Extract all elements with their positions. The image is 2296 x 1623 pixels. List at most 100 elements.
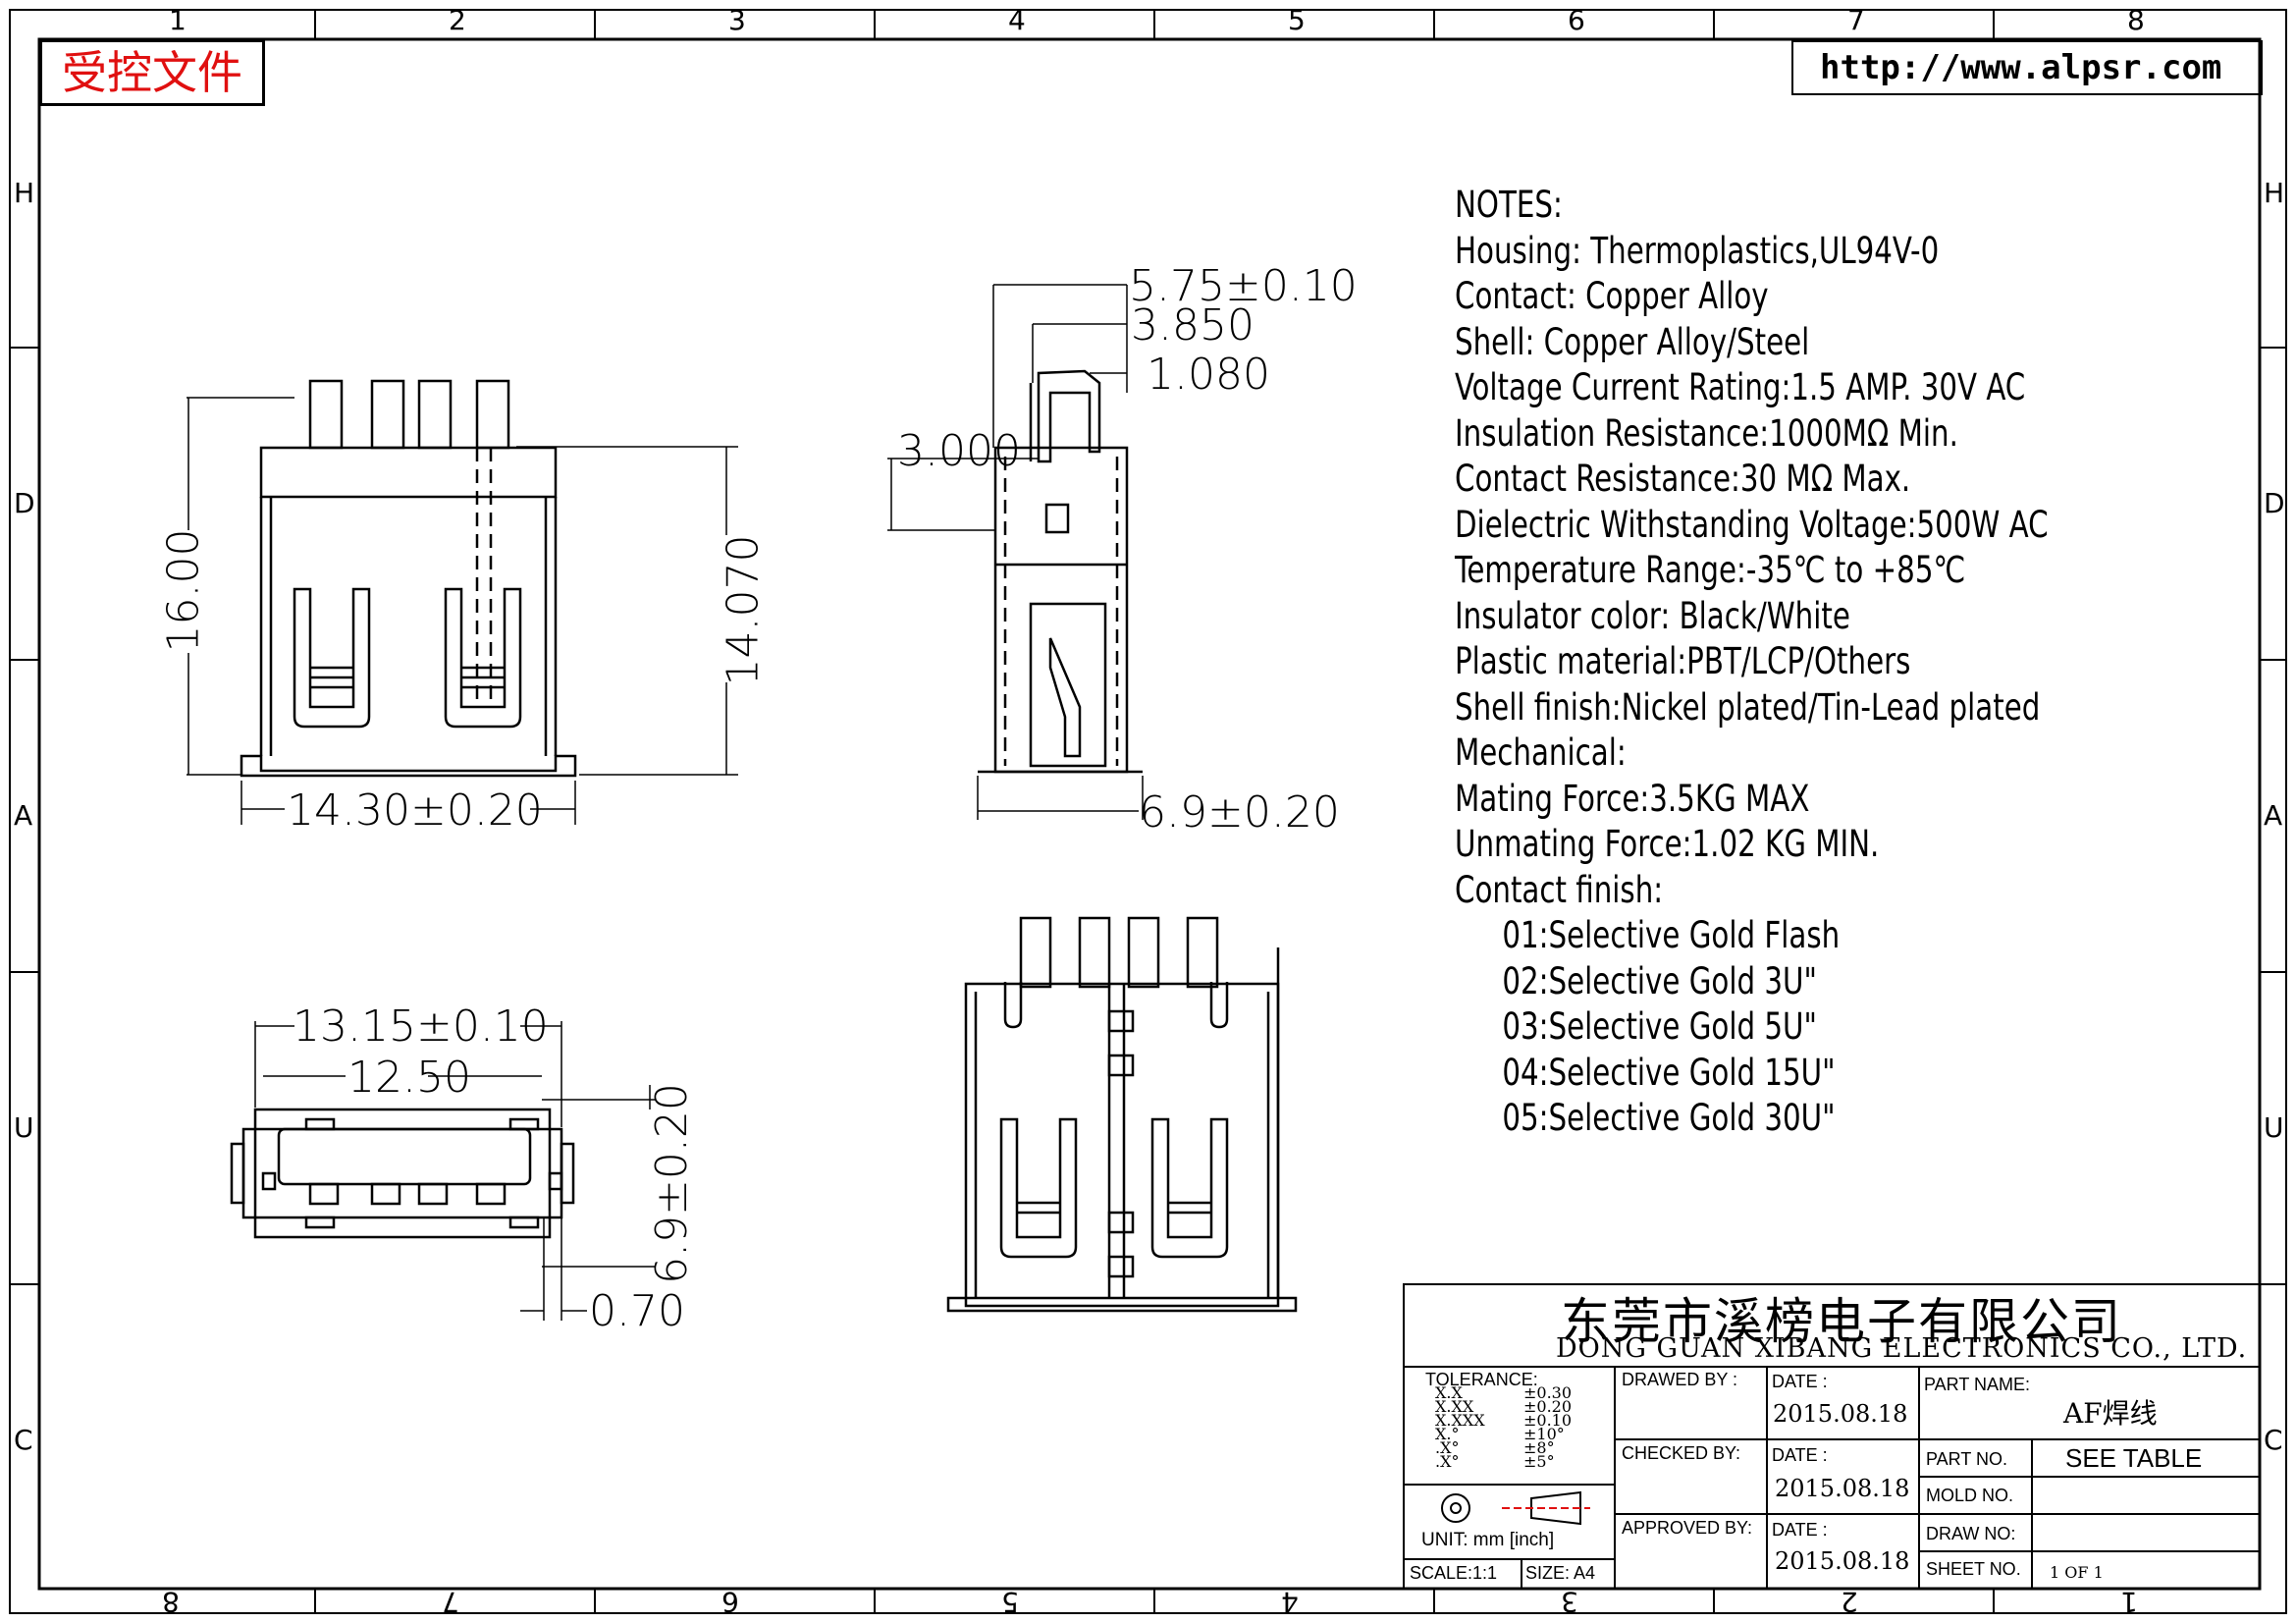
dim-side-mid: 3.850: [1131, 300, 1255, 351]
tol-value: ±8°: [1523, 1438, 1555, 1457]
zone-left-u: U: [14, 1111, 34, 1144]
unit-label: UNIT: mm [inch]: [1421, 1530, 1555, 1550]
note-line: Contact Resistance:30 MΩ Max.: [1455, 458, 1911, 500]
scale-label: SCALE:1:1: [1410, 1563, 1498, 1583]
tol-value: ±5°: [1523, 1452, 1555, 1471]
dim-front-width: 14.30±0.20: [287, 785, 543, 836]
zone-top-8: 8: [2127, 4, 2145, 36]
date-label: DATE :: [1772, 1445, 1828, 1465]
tol-value: ±0.30: [1523, 1383, 1573, 1402]
tol-value: ±10°: [1523, 1425, 1565, 1443]
note-line: Dielectric Withstanding Voltage:500W AC: [1455, 503, 2049, 546]
dim-port-gap: 0.70: [589, 1286, 685, 1336]
company-name-cn: 东莞市溪榜电子有限公司: [1561, 1293, 2122, 1350]
note-line: Contact: Copper Alloy: [1455, 275, 1769, 317]
size-label: SIZE: A4: [1525, 1563, 1596, 1583]
top-view: [946, 916, 1298, 1313]
zone-bottom-8: 8: [162, 1586, 180, 1618]
front-view: [187, 379, 738, 825]
finish-line: 01:Selective Gold Flash: [1502, 914, 1841, 956]
approved-by-label: APPROVED BY:: [1622, 1518, 1753, 1538]
spec-notes: NOTES: Housing: Thermoplastics,UL94V-0 C…: [1455, 183, 2129, 1142]
part-no-label: PART NO.: [1926, 1449, 2008, 1469]
tol-key: .X°: [1435, 1438, 1460, 1457]
note-line: Shell finish:Nickel plated/Tin-Lead plat…: [1455, 685, 2041, 729]
dim-front-inner-height: 14.070: [718, 534, 769, 686]
company-url-link[interactable]: http://www.alpsr.com: [1820, 48, 2222, 87]
mold-no-label: MOLD NO.: [1926, 1486, 2014, 1505]
note-line: Housing: Thermoplastics,UL94V-0: [1455, 229, 1940, 272]
dim-port-inner-width: 12.50: [347, 1053, 471, 1103]
zone-right-d: D: [2264, 487, 2285, 519]
note-line: Contact finish:: [1455, 868, 1664, 911]
part-name-label: PART NAME:: [1924, 1375, 2031, 1394]
note-line: Temperature Range:-35℃ to +85℃: [1455, 549, 1966, 591]
zone-bottom-6: 6: [721, 1586, 739, 1618]
zone-top-2: 2: [449, 4, 466, 36]
zone-right-u: U: [2264, 1111, 2284, 1144]
finish-line: 04:Selective Gold 15U": [1502, 1051, 1836, 1094]
zone-left-a: A: [14, 799, 33, 832]
dim-front-height: 16.00: [158, 528, 209, 653]
zone-top-4: 4: [1008, 4, 1026, 36]
dim-side-pin: 3.000: [897, 426, 1021, 476]
zone-top-5: 5: [1288, 4, 1306, 36]
zone-right-c: C: [2264, 1424, 2283, 1456]
zone-left-d: D: [14, 487, 35, 519]
notes-title: NOTES:: [1455, 184, 1563, 226]
part-no-value: SEE TABLE: [2065, 1443, 2203, 1473]
tol-key: X.XXX: [1435, 1411, 1485, 1430]
tol-value: ±0.10: [1523, 1411, 1573, 1430]
draw-no-label: DRAW NO:: [1926, 1524, 2016, 1543]
dim-port-outer-width: 13.15±0.10: [293, 1001, 549, 1052]
tol-key: X.°: [1435, 1425, 1460, 1443]
zone-top-1: 1: [169, 4, 187, 36]
dim-side-small: 1.080: [1147, 350, 1270, 400]
drawn-by-label: DRAWED BY :: [1622, 1370, 1738, 1389]
note-line: Insulator color: Black/White: [1455, 594, 1850, 637]
finish-line: 02:Selective Gold 3U": [1502, 959, 1817, 1002]
zone-top-3: 3: [728, 4, 746, 36]
date-label: DATE :: [1772, 1520, 1828, 1540]
note-line: Mechanical:: [1455, 731, 1627, 774]
sheet-no-value: 1 OF 1: [2050, 1563, 2104, 1582]
zone-bottom-4: 4: [1281, 1586, 1299, 1618]
note-line: Plastic material:PBT/LCP/Others: [1455, 640, 1911, 682]
zone-bottom-5: 5: [1001, 1586, 1019, 1618]
drawn-date: 2015.08.18: [1773, 1400, 1908, 1428]
finish-line: 05:Selective Gold 30U": [1502, 1097, 1836, 1139]
zone-left-c: C: [14, 1424, 33, 1456]
zone-left-h: H: [14, 177, 35, 209]
note-line: Mating Force:3.5KG MAX: [1455, 777, 1810, 820]
tol-key: .X°: [1435, 1452, 1460, 1471]
zone-top-6: 6: [1568, 4, 1585, 36]
zone-bottom-1: 1: [2120, 1586, 2138, 1618]
note-line: Insulation Resistance:1000MΩ Min.: [1455, 411, 1958, 455]
zone-right-a: A: [2264, 799, 2283, 832]
dim-side-top: 5.75±0.10: [1129, 261, 1358, 311]
finish-line: 03:Selective Gold 5U": [1502, 1005, 1817, 1048]
tol-key: X.XX: [1435, 1397, 1474, 1416]
sheet-no-label: SHEET NO.: [1926, 1559, 2021, 1579]
zone-bottom-2: 2: [1841, 1586, 1858, 1618]
zone-right-h: H: [2264, 177, 2285, 209]
controlled-document-stamp: 受控文件: [39, 39, 265, 106]
tolerance-keys: X.X X.XX X.XXX X.° .X° .X°: [1435, 1383, 1485, 1471]
dim-port-height: 6.9±0.20: [646, 1083, 697, 1284]
tolerance-label: TOLERANCE:: [1425, 1370, 1538, 1389]
part-name-value: AF焊线: [2063, 1397, 2158, 1430]
zone-bottom-3: 3: [1561, 1586, 1578, 1618]
zone-top-7: 7: [1847, 4, 1865, 36]
port-face-view: [230, 1021, 656, 1321]
note-line: Unmating Force:1.02 KG MIN.: [1455, 823, 1880, 865]
approved-date: 2015.08.18: [1775, 1547, 1910, 1575]
zone-bottom-7: 7: [442, 1586, 459, 1618]
title-block-grid: [1403, 1283, 2261, 1590]
tol-key: X.X: [1435, 1383, 1463, 1402]
checked-date: 2015.08.18: [1775, 1475, 1910, 1502]
dim-side-depth: 6.9±0.20: [1139, 787, 1340, 838]
note-line: Voltage Current Rating:1.5 AMP. 30V AC: [1455, 366, 2026, 408]
date-label: DATE :: [1772, 1372, 1828, 1391]
tolerance-values: ±0.30 ±0.20 ±0.10 ±10° ±8° ±5°: [1523, 1383, 1573, 1471]
